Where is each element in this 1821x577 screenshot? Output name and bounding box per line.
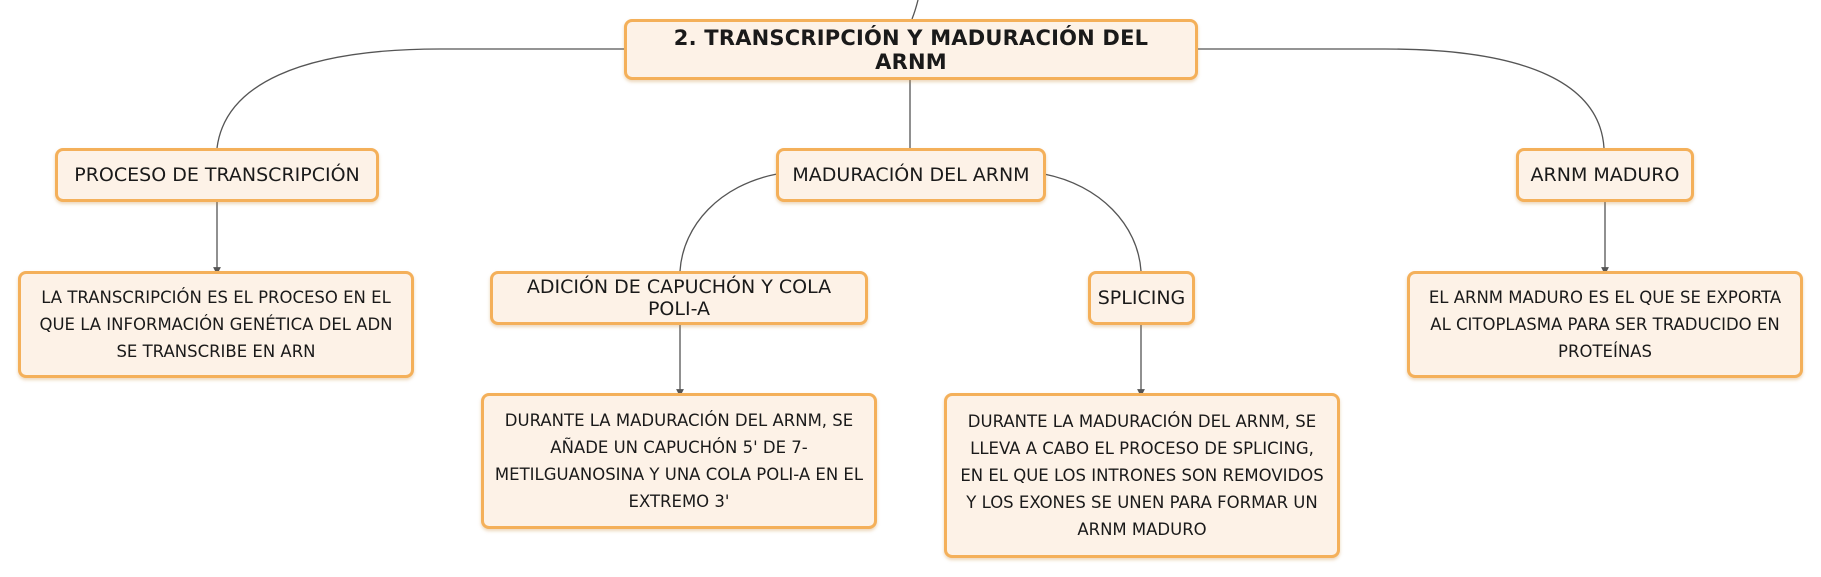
mature-mrna-node[interactable]: ARNM MADURO <box>1516 148 1694 202</box>
capping-node[interactable]: ADICIÓN DE CAPUCHÓN Y COLA POLI-A <box>490 271 868 325</box>
capping-node-label: ADICIÓN DE CAPUCHÓN Y COLA POLI-A <box>526 276 832 320</box>
mature-mrna-node-label: ARNM MADURO <box>1530 164 1680 186</box>
connector-parent-to-root <box>911 0 919 20</box>
transcription-detail-node[interactable]: LA TRANSCRIPCIÓN ES EL PROCESO EN EL QUE… <box>18 271 414 378</box>
capping-detail-text: DURANTE LA MADURACIÓN DEL ARNM, SE AÑADE… <box>494 411 864 511</box>
mature-mrna-detail-text: EL ARNM MADURO ES EL QUE SE EXPORTA AL C… <box>1428 288 1782 361</box>
splicing-detail-text: DURANTE LA MADURACIÓN DEL ARNM, SE LLEVA… <box>960 412 1324 539</box>
root-node-label: 2. TRANSCRIPCIÓN Y MADURACIÓN DEL ARNM <box>673 25 1149 74</box>
connector-maturation-to-splicing <box>1043 173 1142 272</box>
transcription-node-label: PROCESO DE TRANSCRIPCIÓN <box>74 164 360 186</box>
transcription-node[interactable]: PROCESO DE TRANSCRIPCIÓN <box>55 148 379 202</box>
connector-root-to-transcription <box>216 48 625 149</box>
maturation-node[interactable]: MADURACIÓN DEL ARNM <box>776 148 1046 202</box>
maturation-node-label: MADURACIÓN DEL ARNM <box>792 164 1030 186</box>
mature-mrna-detail-node[interactable]: EL ARNM MADURO ES EL QUE SE EXPORTA AL C… <box>1407 271 1803 378</box>
root-node[interactable]: 2. TRANSCRIPCIÓN Y MADURACIÓN DEL ARNM <box>624 19 1198 80</box>
splicing-detail-node[interactable]: DURANTE LA MADURACIÓN DEL ARNM, SE LLEVA… <box>944 393 1340 558</box>
capping-detail-node[interactable]: DURANTE LA MADURACIÓN DEL ARNM, SE AÑADE… <box>481 393 877 529</box>
splicing-node-label: SPLICING <box>1097 287 1186 309</box>
connector-root-to-mature <box>1197 48 1605 149</box>
splicing-node[interactable]: SPLICING <box>1088 271 1195 325</box>
transcription-detail-text: LA TRANSCRIPCIÓN ES EL PROCESO EN EL QUE… <box>39 288 393 361</box>
connector-maturation-to-capping <box>679 173 778 272</box>
